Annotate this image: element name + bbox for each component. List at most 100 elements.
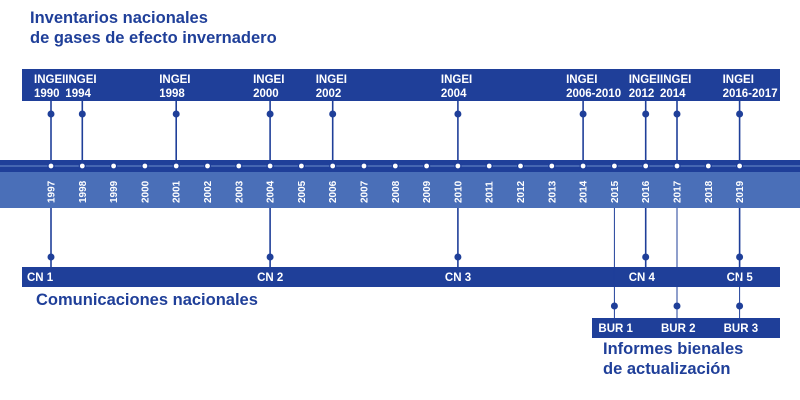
year-dot [47,162,55,170]
ingei-label: INGEI [65,74,96,86]
year-label: 2016 [641,180,652,203]
year-label: 2001 [172,180,183,203]
year-label: 2014 [579,180,590,203]
year-label: 2008 [391,180,402,203]
ingei-label: INGEI [660,74,691,86]
cn-label: CN 2 [257,272,283,284]
year-dot [109,162,118,170]
cn-dot [266,253,274,261]
cn-dot [47,253,55,261]
communications-band [22,267,780,287]
year-dot [423,162,431,170]
ingei-year-label: 1990 [34,88,60,100]
year-dot [704,162,712,170]
ingei-year-label: 2002 [316,88,342,100]
ingei-dot [642,110,650,118]
ingei-year-label: 2000 [253,88,279,100]
bur-label: BUR 1 [598,323,633,335]
year-dot [516,162,525,170]
ingei-dot [47,110,55,118]
year-dot [735,162,744,170]
bur-band [592,318,780,338]
year-label: 2007 [360,180,371,203]
year-dot [235,162,243,170]
year-label: 2004 [266,180,277,203]
year-label: 2003 [234,180,245,203]
year-dot [141,162,149,170]
year-label: 2002 [203,180,214,203]
year-dot [172,162,180,170]
year-label: 2013 [547,180,558,203]
ingei-label: INGEI [159,74,190,86]
ingei-year-label: 1998 [159,88,185,100]
ingei-label: INGEI [316,74,347,86]
year-label: 2019 [735,180,746,203]
year-dot [329,162,337,170]
cn-label: CN 3 [445,272,471,284]
inventories-title-line-2: de gases de efecto invernadero [30,29,277,47]
year-label: 1998 [78,180,89,203]
bur-title: Informes bienales de actualización [603,339,743,379]
ingei-dot [266,110,274,118]
year-label: 2005 [297,180,308,203]
bur-label: BUR 2 [661,323,696,335]
ingei-label: INGEI [253,74,284,86]
bur-title-line-2: de actualización [603,360,731,378]
year-label: 2010 [453,180,464,203]
cn-label: CN 4 [629,272,656,284]
year-dot [266,162,274,170]
cn-dot [642,253,650,261]
year-dot [579,162,587,170]
year-label: 1999 [109,180,120,203]
ingei-dot [579,110,587,118]
ingei-year-label: 1994 [65,88,91,100]
communications-title: Comunicaciones nacionales [36,291,258,309]
ingei-label: INGEI [566,74,597,86]
year-dot [78,162,86,170]
ingei-label: INGEI [34,74,65,86]
year-dot [673,162,681,170]
year-label: 2012 [516,180,527,203]
year-dot [485,162,493,170]
ingei-year-label: 2014 [660,88,686,100]
ingei-dot [736,110,744,118]
ingei-dot [454,110,462,118]
inventories-title-line-1: Inventarios nacionales [30,9,208,27]
ingei-dot [329,110,337,118]
year-label: 2000 [140,180,151,203]
year-label: 2015 [610,180,621,203]
inventories-title: Inventarios nacionales de gases de efect… [30,8,277,48]
bur-dot [610,302,618,310]
ingei-dot [673,110,681,118]
year-dot [297,162,305,170]
year-dot [642,162,650,170]
year-label: 2018 [704,180,715,203]
cn-dot [454,253,462,261]
bur-dot [736,302,744,310]
cn-label: CN 1 [27,272,54,284]
bur-label: BUR 3 [724,323,759,335]
year-dot [610,162,619,170]
ingei-label: INGEI [629,74,660,86]
ingei-label: INGEI [723,74,754,86]
inventories-band [22,69,780,101]
ingei-year-label: 2006-2010 [566,88,621,100]
ingei-year-label: 2012 [629,88,655,100]
year-label: 1997 [47,180,58,203]
ingei-label: INGEI [441,74,472,86]
year-dot [360,162,368,170]
year-label: 2009 [422,180,433,203]
year-dot [454,162,462,170]
bur-title-line-1: Informes bienales [603,340,744,358]
year-dot [548,162,556,170]
year-dot [391,162,399,170]
ingei-year-label: 2004 [441,88,467,100]
year-label: 2017 [673,180,684,203]
ingei-dot [172,110,180,118]
year-label: 2011 [485,181,496,203]
ingei-year-label: 2016-2017 [723,88,778,100]
year-label: 2006 [328,180,339,203]
ingei-dot [78,110,86,118]
bur-dot [673,302,681,310]
